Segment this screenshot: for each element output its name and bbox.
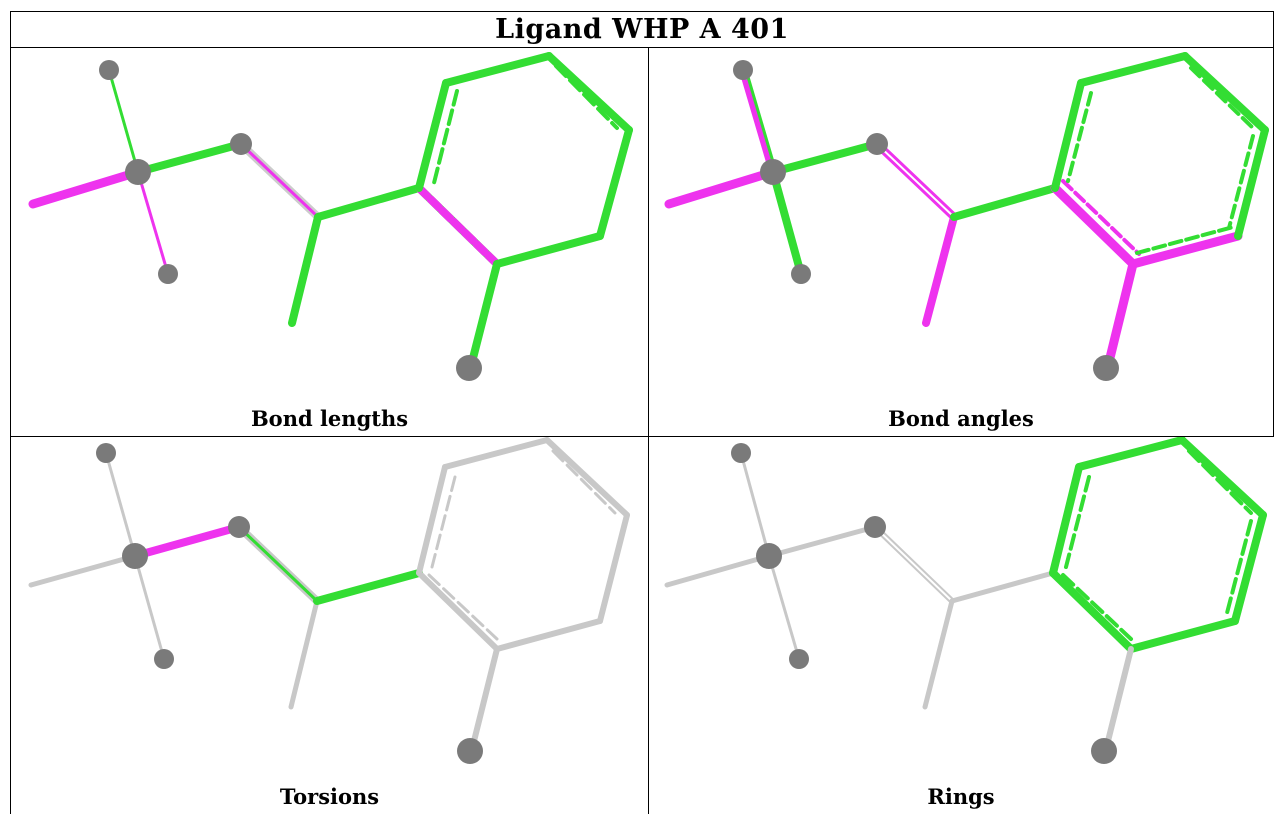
molecule-bond-angles: [664, 52, 1269, 381]
border-right: [1273, 11, 1274, 436]
panel-bond-lengths: Bond lengths: [11, 48, 648, 436]
title-divider: [10, 47, 1274, 48]
molecule-rings: [664, 437, 1267, 764]
column-divider: [648, 47, 649, 814]
row-divider: [10, 436, 1274, 437]
caption-rings: Rings: [927, 784, 995, 809]
caption-bond-lengths: Bond lengths: [250, 406, 409, 431]
molecule-bond-lengths: [28, 52, 633, 381]
panel-rings: Rings: [649, 437, 1273, 814]
border-top: [10, 11, 1274, 12]
figure-title: Ligand WHP A 401: [495, 13, 789, 45]
panel-bond-angles: Bond angles: [649, 48, 1273, 436]
caption-torsions: Torsions: [279, 784, 380, 809]
border-left: [10, 11, 11, 814]
caption-bond-angles: Bond angles: [888, 406, 1034, 431]
molecule-torsions: [28, 437, 630, 764]
panel-torsions: Torsions: [11, 437, 648, 814]
